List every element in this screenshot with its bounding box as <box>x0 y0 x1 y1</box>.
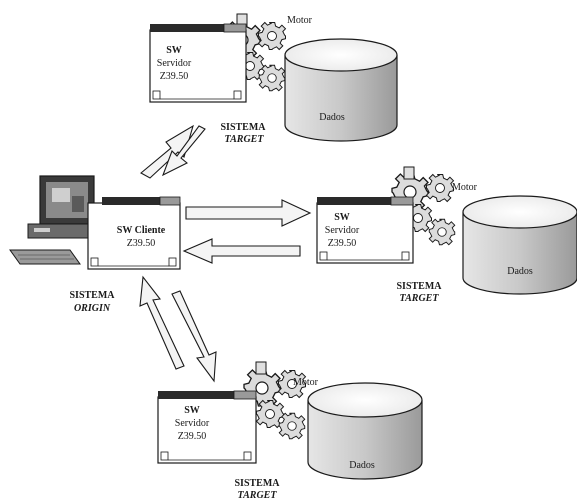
arrow-icon <box>140 277 216 381</box>
server-top-db-label: Dados <box>319 112 345 123</box>
server-bottom: SW Servidor Z39.50 Motor Dados SISTEMA T… <box>158 362 422 501</box>
server-top-caption-line1: SISTEMA <box>220 122 266 133</box>
arrow-icon <box>141 126 205 178</box>
database-icon <box>285 39 397 141</box>
server-bottom-sw-line2: Servidor <box>175 418 210 429</box>
server-right-db-label: Dados <box>507 266 533 277</box>
client-caption-line1: SISTEMA <box>69 290 115 301</box>
server-bottom-caption-line1: SISTEMA <box>234 478 280 489</box>
database-icon <box>463 196 577 294</box>
server-top-sw-line1: SW <box>166 45 182 56</box>
server-bottom-sw-line3: Z39.50 <box>178 431 207 442</box>
server-top-motor-label: Motor <box>287 15 313 26</box>
server-right-sw-line3: Z39.50 <box>328 238 357 249</box>
client-caption-line2: ORIGIN <box>74 303 111 314</box>
server-bottom-db-label: Dados <box>349 460 375 471</box>
server-top-caption-line2: TARGET <box>225 134 265 145</box>
server-bottom-motor-label: Motor <box>293 377 319 388</box>
server-right-caption-line2: TARGET <box>400 293 440 304</box>
server-right-sw-line2: Servidor <box>325 225 360 236</box>
server-top: SW Servidor Z39.50 Motor Dados SISTEMA T… <box>150 14 397 145</box>
server-right: SW Servidor Z39.50 Motor Dados SISTEMA T… <box>317 167 577 304</box>
server-top-sw-line2: Servidor <box>157 58 192 69</box>
server-bottom-caption-line2: TARGET <box>238 490 278 501</box>
client-sw-line1: SW Cliente <box>117 225 166 236</box>
server-right-caption-line1: SISTEMA <box>396 281 442 292</box>
client-sw-line2: Z39.50 <box>127 238 156 249</box>
server-right-sw-line1: SW <box>334 212 350 223</box>
arrow-icon <box>184 200 310 263</box>
server-right-motor-label: Motor <box>452 182 478 193</box>
server-top-sw-line3: Z39.50 <box>160 71 189 82</box>
server-bottom-sw-line1: SW <box>184 405 200 416</box>
